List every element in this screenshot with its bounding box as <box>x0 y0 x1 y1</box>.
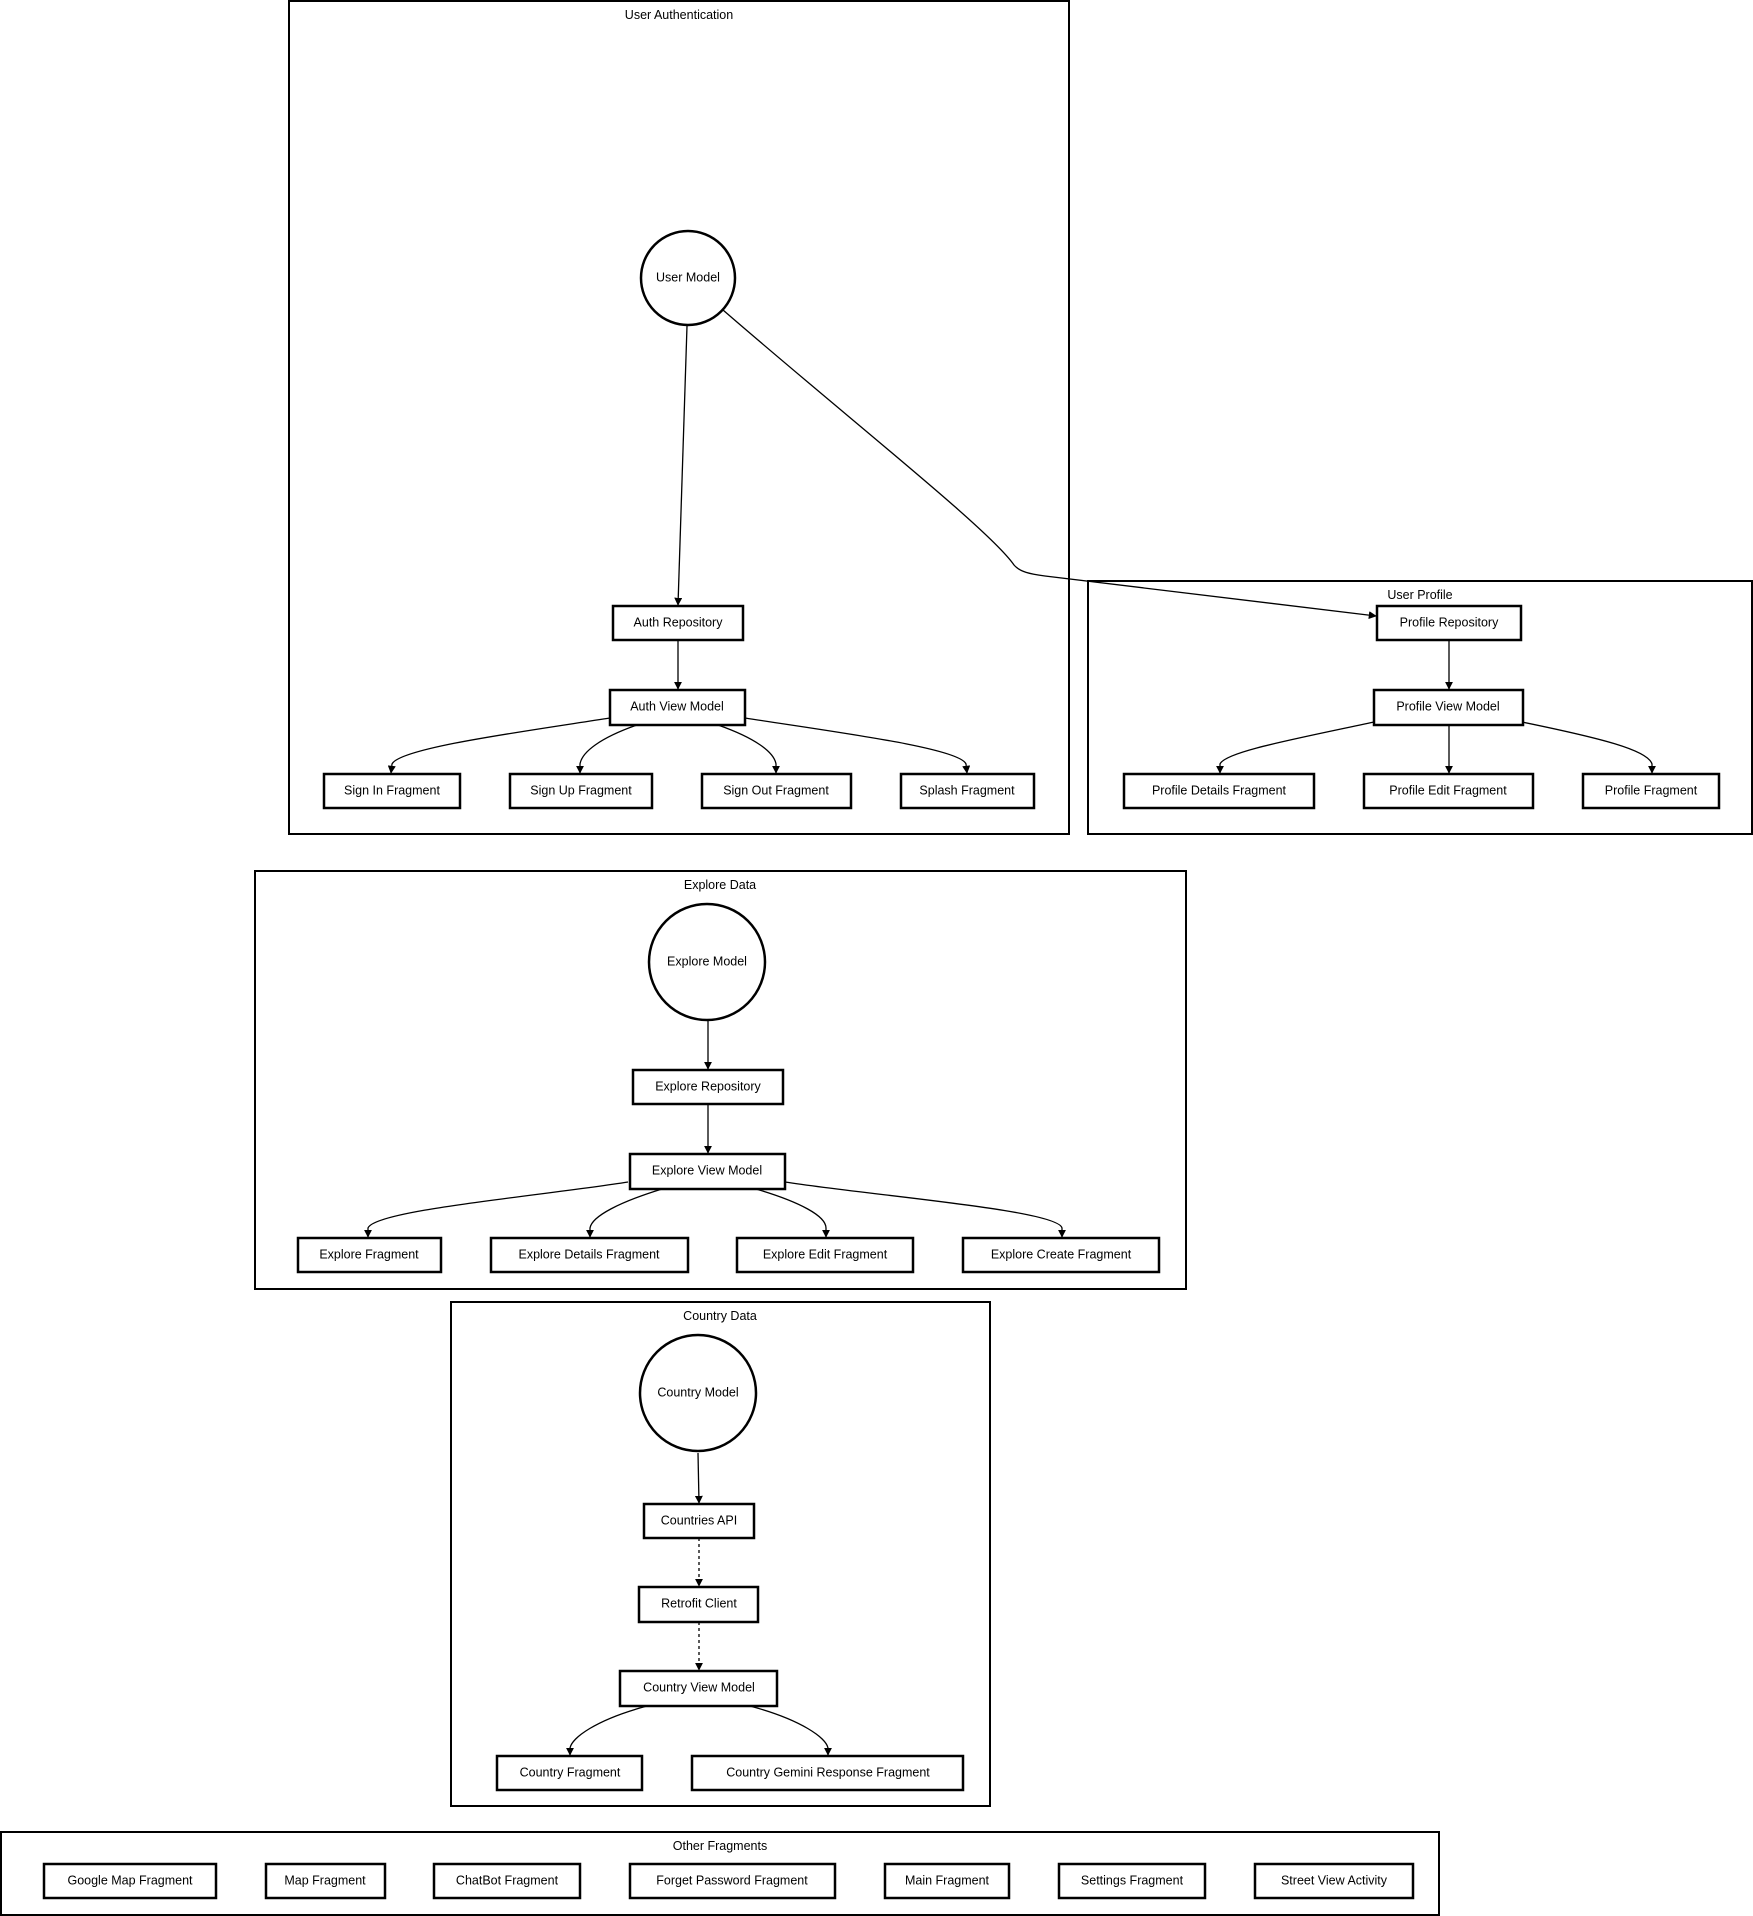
node-label-google-map-fragment: Google Map Fragment <box>67 1873 193 1887</box>
node-label-auth-repository: Auth Repository <box>634 615 724 629</box>
node-explore-details-fragment[interactable]: Explore Details Fragment <box>489 1236 690 1274</box>
node-label-auth-view-model: Auth View Model <box>630 699 724 713</box>
edge-explore-view-model-to-explore-details <box>586 1188 663 1238</box>
node-country-gemini-response-fragment[interactable]: Country Gemini Response Fragment <box>690 1754 965 1792</box>
edge-auth-view-model-to-splash <box>744 717 971 774</box>
node-profile-edit-fragment[interactable]: Profile Edit Fragment <box>1362 772 1535 810</box>
node-explore-edit-fragment[interactable]: Explore Edit Fragment <box>735 1236 915 1274</box>
node-label-profile-repository: Profile Repository <box>1400 615 1499 629</box>
node-country-model[interactable]: Country Model <box>638 1333 758 1453</box>
node-map-fragment[interactable]: Map Fragment <box>264 1862 387 1900</box>
node-label-explore-create-fragment: Explore Create Fragment <box>991 1247 1132 1261</box>
node-sign-out-fragment[interactable]: Sign Out Fragment <box>700 772 853 810</box>
cluster-label-country-data: Country Data <box>683 1309 757 1323</box>
node-label-retrofit-client: Retrofit Client <box>661 1596 737 1610</box>
node-explore-view-model[interactable]: Explore View Model <box>628 1152 787 1191</box>
node-label-sign-up-fragment: Sign Up Fragment <box>530 783 632 797</box>
node-street-view-activity[interactable]: Street View Activity <box>1253 1862 1415 1900</box>
node-label-profile-details-fragment: Profile Details Fragment <box>1152 783 1287 797</box>
edge-profile-view-model-to-profile-fragment <box>1521 721 1656 774</box>
cluster-label-explore-data: Explore Data <box>684 878 756 892</box>
node-settings-fragment[interactable]: Settings Fragment <box>1057 1862 1207 1900</box>
node-label-explore-repository: Explore Repository <box>655 1079 761 1093</box>
node-label-street-view-activity: Street View Activity <box>1281 1873 1388 1887</box>
edge-explore-view-model-to-explore-fragment <box>364 1181 629 1238</box>
node-main-fragment[interactable]: Main Fragment <box>883 1862 1011 1900</box>
node-country-view-model[interactable]: Country View Model <box>618 1669 779 1708</box>
node-label-explore-edit-fragment: Explore Edit Fragment <box>763 1247 888 1261</box>
edge-auth-view-model-to-sign-in <box>387 717 611 774</box>
node-label-explore-view-model: Explore View Model <box>652 1163 762 1177</box>
node-user-model[interactable]: User Model <box>639 229 737 327</box>
node-sign-in-fragment[interactable]: Sign In Fragment <box>322 772 462 810</box>
cluster-label-other-fragments: Other Fragments <box>673 1839 767 1853</box>
node-label-explore-details-fragment: Explore Details Fragment <box>518 1247 660 1261</box>
node-label-profile-fragment: Profile Fragment <box>1605 783 1698 797</box>
node-google-map-fragment[interactable]: Google Map Fragment <box>42 1862 218 1900</box>
edges <box>364 309 1656 1756</box>
node-label-country-gemini-response-fragment: Country Gemini Response Fragment <box>726 1765 930 1779</box>
node-label-countries-api: Countries API <box>661 1513 737 1527</box>
node-label-map-fragment: Map Fragment <box>284 1873 366 1887</box>
node-label-user-model: User Model <box>656 270 720 284</box>
node-label-splash-fragment: Splash Fragment <box>919 783 1015 797</box>
node-label-sign-out-fragment: Sign Out Fragment <box>723 783 829 797</box>
node-label-country-fragment: Country Fragment <box>520 1765 621 1779</box>
node-label-main-fragment: Main Fragment <box>905 1873 990 1887</box>
node-auth-view-model[interactable]: Auth View Model <box>608 688 747 727</box>
node-explore-model[interactable]: Explore Model <box>647 902 767 1022</box>
edge-user-model-to-profile-repository <box>722 309 1377 620</box>
node-countries-api[interactable]: Countries API <box>642 1502 756 1540</box>
node-auth-repository[interactable]: Auth Repository <box>611 604 745 642</box>
node-label-country-model: Country Model <box>657 1385 738 1399</box>
node-label-sign-in-fragment: Sign In Fragment <box>344 783 440 797</box>
node-retrofit-client[interactable]: Retrofit Client <box>637 1585 760 1624</box>
cluster-label-user-profile: User Profile <box>1387 588 1452 602</box>
edge-country-model-to-countries-api <box>694 1452 703 1504</box>
edge-country-view-model-to-country-gemini <box>749 1705 832 1756</box>
node-country-fragment[interactable]: Country Fragment <box>495 1754 644 1792</box>
edge-explore-view-model-to-explore-edit <box>755 1188 830 1238</box>
edge-explore-view-model-to-explore-create <box>784 1181 1066 1238</box>
node-label-profile-view-model: Profile View Model <box>1396 699 1499 713</box>
node-chatbot-fragment[interactable]: ChatBot Fragment <box>432 1862 582 1900</box>
node-label-forget-password-fragment: Forget Password Fragment <box>656 1873 808 1887</box>
node-profile-fragment[interactable]: Profile Fragment <box>1581 772 1721 810</box>
node-sign-up-fragment[interactable]: Sign Up Fragment <box>508 772 654 810</box>
edge-auth-view-model-to-sign-out <box>717 724 780 774</box>
edge-country-view-model-to-country-fragment <box>566 1705 648 1756</box>
node-label-profile-edit-fragment: Profile Edit Fragment <box>1389 783 1507 797</box>
node-profile-details-fragment[interactable]: Profile Details Fragment <box>1122 772 1316 810</box>
node-label-chatbot-fragment: ChatBot Fragment <box>456 1873 559 1887</box>
cluster-label-user-authentication: User Authentication <box>625 8 733 22</box>
node-profile-repository[interactable]: Profile Repository <box>1375 604 1523 642</box>
node-forget-password-fragment[interactable]: Forget Password Fragment <box>628 1862 837 1900</box>
node-label-explore-model: Explore Model <box>667 954 747 968</box>
node-label-settings-fragment: Settings Fragment <box>1081 1873 1184 1887</box>
node-label-explore-fragment: Explore Fragment <box>319 1247 419 1261</box>
edge-profile-view-model-to-profile-details <box>1216 721 1375 774</box>
node-splash-fragment[interactable]: Splash Fragment <box>899 772 1036 810</box>
node-profile-view-model[interactable]: Profile View Model <box>1372 688 1525 727</box>
node-explore-repository[interactable]: Explore Repository <box>631 1068 785 1106</box>
node-label-country-view-model: Country View Model <box>643 1680 755 1694</box>
node-explore-create-fragment[interactable]: Explore Create Fragment <box>961 1236 1161 1274</box>
node-explore-fragment[interactable]: Explore Fragment <box>296 1236 443 1274</box>
edge-auth-view-model-to-sign-up <box>576 724 638 774</box>
edge-user-model-to-auth-repository <box>674 325 688 606</box>
